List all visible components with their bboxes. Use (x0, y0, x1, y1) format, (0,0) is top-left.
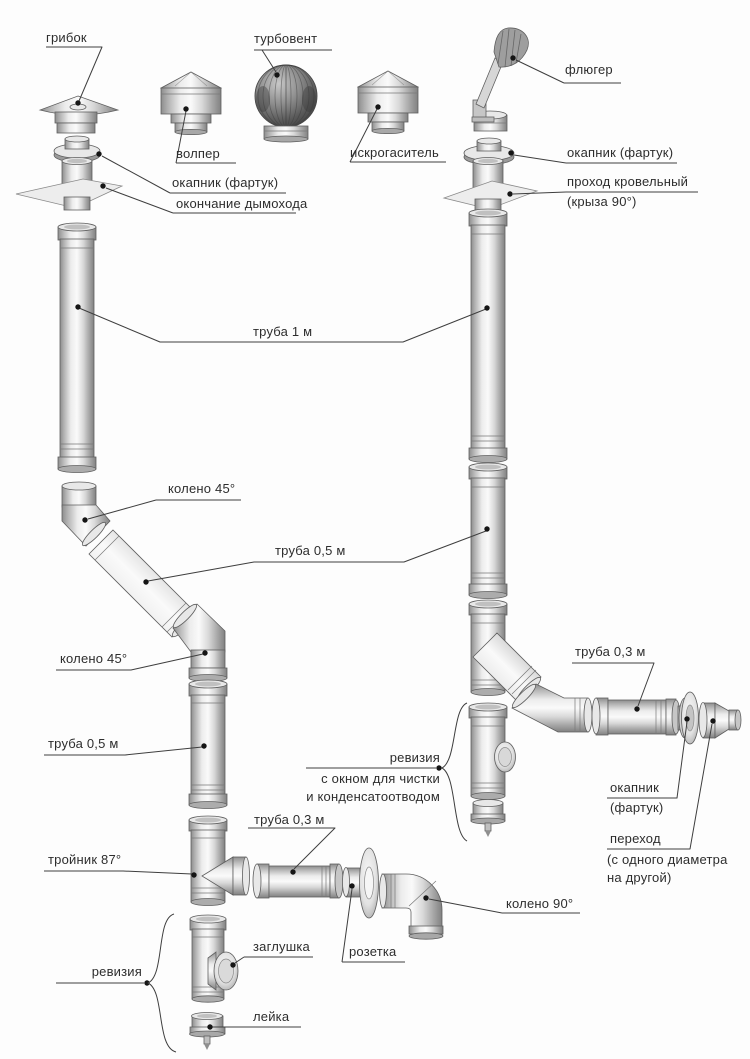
leader-okapnik-right-top (513, 154, 677, 164)
label-iskrogasitel: искрогаситель (350, 145, 439, 160)
leader-prohod-krovelny (512, 191, 698, 195)
part-troynik-right (468, 599, 542, 702)
part-truba-03-left (252, 863, 344, 899)
leader-truba-05-center (147, 530, 487, 582)
part-troynik-87 (188, 815, 250, 906)
leader-turbovent (254, 49, 332, 73)
label-revizia-right-3: и конденсатоотводом (306, 789, 440, 804)
leader-truba-03-left (248, 827, 336, 870)
leader-iskrogasitel (349, 108, 446, 163)
leader-perehod (607, 723, 713, 850)
leader-flyuger (515, 59, 621, 84)
leader-truba-1m (78, 307, 487, 343)
part-turbovent (254, 64, 318, 143)
label-leyka: лейка (253, 1009, 290, 1024)
brace-revizia-right (441, 702, 468, 842)
label-okapnik-bottom-1: окапник (610, 780, 660, 795)
part-volper (160, 71, 222, 136)
label-rozetka: розетка (349, 944, 397, 959)
leader-zaglushka (234, 956, 313, 964)
label-troynik-87: тройник 87° (48, 852, 122, 867)
leader-lines (44, 46, 716, 1053)
leader-okonchanie (105, 187, 296, 214)
label-perehod-3: на другой) (607, 870, 672, 885)
leader-gribok (46, 46, 103, 102)
part-prohod-krovelny (442, 157, 539, 212)
part-truba-03-right (591, 697, 681, 736)
part-revizia-left (189, 914, 239, 1003)
label-truba-1m: труба 1 м (253, 324, 313, 339)
leader-truba-05-left (44, 746, 203, 756)
label-okapnik-right-top: окапник (фартук) (567, 145, 674, 160)
leader-rozetka (341, 888, 405, 963)
part-koleno-90 (379, 873, 444, 940)
part-koleno-45-top (61, 481, 111, 547)
part-rozetka (342, 847, 379, 919)
leader-koleno-45-bottom (56, 653, 204, 671)
label-truba-05-center: труба 0,5 м (275, 543, 346, 558)
leader-koleno-45-top (87, 499, 241, 520)
label-gribok: грибок (46, 30, 87, 45)
part-okonchanie-dymohoda (15, 157, 124, 211)
label-okapnik-left: окапник (фартук) (172, 175, 279, 190)
part-iskrogasitel (357, 70, 419, 135)
label-revizia-right-2: с окном для чистки (321, 771, 440, 786)
label-okapnik-bottom-2: (фартук) (610, 800, 664, 815)
label-truba-05-left: труба 0,5 м (48, 736, 119, 751)
label-koleno-45-bottom: колено 45° (60, 651, 128, 666)
label-perehod-2: (с одного диаметра (607, 852, 728, 867)
leader-okapnik-left (101, 155, 286, 194)
label-koleno-45-top: колено 45° (168, 481, 236, 496)
leader-troynik (44, 870, 193, 875)
part-truba-1m-left (57, 222, 97, 473)
label-prohod-krovelny-2: (крыза 90°) (567, 194, 637, 209)
part-koleno-45-right (511, 683, 593, 733)
brace-revizia-left (147, 913, 177, 1053)
label-flyuger: флюгер (565, 62, 613, 77)
label-zaglushka: заглушка (253, 939, 310, 954)
label-volper: волпер (176, 146, 220, 161)
leader-okapnik-right-bottom (607, 721, 688, 799)
label-okonchanie: окончание дымохода (176, 196, 308, 211)
label-revizia-left: ревизия (91, 964, 142, 979)
leader-truba-03-right (572, 662, 655, 707)
label-revizia-right-1: ревизия (389, 750, 440, 765)
part-revizia-right (468, 702, 516, 837)
leader-koleno-90 (428, 898, 580, 914)
part-truba-1m-right (468, 208, 508, 463)
label-truba-03-left: труба 0,3 м (254, 812, 325, 827)
label-turbovent: турбовент (254, 31, 318, 46)
label-truba-03-right: труба 0,3 м (575, 644, 646, 659)
part-perehod (698, 702, 742, 739)
label-perehod-1: переход (610, 831, 661, 846)
label-prohod-krovelny-1: проход кровельный (567, 174, 689, 189)
part-truba-05-left (188, 679, 228, 809)
part-flyuger (471, 27, 529, 132)
part-leyka (189, 1012, 226, 1050)
label-koleno-90: колено 90° (506, 896, 574, 911)
leader-volper (175, 110, 236, 164)
